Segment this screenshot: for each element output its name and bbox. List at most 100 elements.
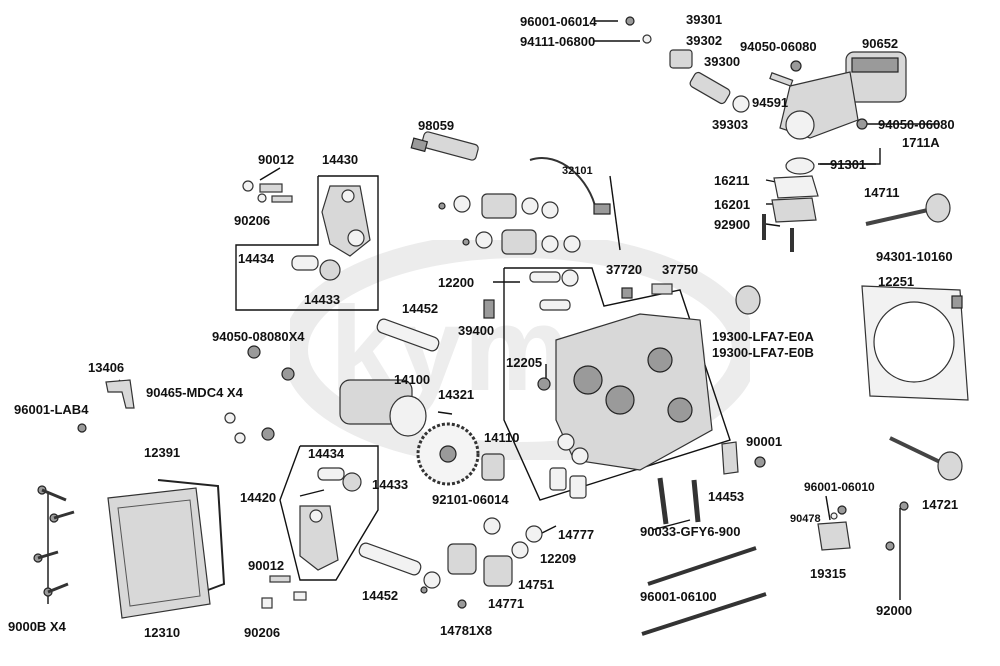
bracket-14453 [721,441,739,475]
label-12251: 12251 [878,274,915,289]
camshaft [339,379,427,437]
label-92101-06014: 92101-06014 [432,492,509,507]
label-90465-mdc4x4: 90465-MDC4 X4 [146,385,243,400]
rocker-arm-lower [299,505,339,571]
label-92000: 92000 [876,603,913,618]
intake-manifold [779,71,859,140]
label-19300-lfa7-e0b: 19300-LFA7-E0B [712,345,814,360]
label-39301: 39301 [686,12,723,27]
valve-spring-set-upper [438,193,559,219]
valve-springs-14751 [420,517,543,609]
sensor-32101 [593,203,611,215]
label-14430: 14430 [322,152,359,167]
nut-94050-08080-2 [281,367,295,381]
nut-94050-08080-3 [261,427,275,441]
ignition-coil [845,51,907,103]
label-14110: 14110 [484,430,520,445]
label-94050-08080x4: 94050-08080X4 [212,329,305,344]
rocker-arm-kit-box-lower [279,445,379,581]
label-19300-lfa7-e0a: 19300-LFA7-E0A [712,329,814,344]
label-37750: 37750 [662,262,699,277]
insulator-16201 [771,197,817,223]
label-94301-10160: 94301-10160 [876,249,953,264]
label-32101: 32101 [562,165,593,177]
label-91301: 91301 [830,157,867,172]
spark-plug [410,131,479,161]
plug-19300 [735,285,761,315]
cylinder-head [555,313,713,471]
valve-seals-12209 [549,433,589,499]
tensioner-19315 [817,521,851,551]
fuel-injector [689,71,731,105]
label-14452-b: 14452 [362,588,399,603]
label-13406: 13406 [88,360,125,375]
label-19315: 19315 [810,566,847,581]
rocker-shaft-14452-a [376,318,440,352]
label-14433-a: 14433 [304,292,341,307]
nut-90206-a [242,180,254,192]
label-39400: 39400 [458,323,495,338]
label-14781x8: 14781X8 [440,623,493,638]
sensor-37750 [651,283,673,295]
label-90033-gfy6-900: 90033-GFY6-900 [640,524,741,539]
label-96001-06100: 96001-06100 [640,589,717,604]
bolt-90001 [754,456,766,468]
stud-90033-b [691,479,701,523]
long-bolt-96001-06100-b [641,592,767,636]
rocker-shaft-14434-b [317,467,345,481]
label-12205: 12205 [506,355,543,370]
label-39302: 39302 [686,33,723,48]
cylinder-head-cover [107,487,211,619]
label-90001: 90001 [746,434,783,449]
label-14452-a: 14452 [402,301,439,316]
nut-94050-08080-1 [247,345,261,359]
label-96001-06014: 96001-06014 [520,14,597,29]
cam-sprocket [416,422,480,486]
label-14434-b: 14434 [308,446,345,461]
label-12310: 12310 [144,625,181,640]
label-14321: 14321 [438,387,475,402]
bolt-96001-06010 [837,505,847,515]
label-94050-06080-b: 94050-06080 [878,117,955,132]
cover-bolts-9000b [33,485,75,597]
bearing-14433-a [319,259,341,281]
label-98059: 98059 [418,118,455,133]
sensor-wire-32101 [529,157,597,211]
valve-spring-set-lower [462,229,581,255]
bolt-96001-lab4 [77,423,87,433]
label-14751: 14751 [518,577,555,592]
label-12209: 12209 [540,551,577,566]
label-14453: 14453 [708,489,745,504]
label-14434-a: 14434 [238,251,275,266]
bolt-92000-a [899,501,909,511]
label-12391: 12391 [144,445,181,460]
rocker-shaft-14434-a [291,255,319,271]
nut-94050-06080-b [856,118,868,130]
seal-12200 [561,269,579,287]
label-39300: 39300 [704,54,741,69]
label-37720: 37720 [606,262,643,277]
label-14771: 14771 [488,596,525,611]
bolt-96001-06014 [625,16,635,26]
label-90478: 90478 [790,513,821,525]
nut-94050-06080-a [790,60,802,72]
intake-valve [865,193,951,226]
label-96001-06010: 96001-06010 [804,480,875,494]
label-14100: 14100 [394,372,431,387]
label-14777: 14777 [558,527,595,542]
label-14711: 14711 [864,185,900,200]
washer-90465-2 [234,432,246,444]
valve-guide-12200-b [539,299,571,311]
label-90652: 90652 [862,36,899,51]
label-39303: 39303 [712,117,749,132]
label-94591: 94591 [752,95,789,110]
label-90206-a: 90206 [234,213,271,228]
adjuster-90012-b [269,575,291,583]
label-92900: 92900 [714,217,751,232]
label-90012-b: 90012 [248,558,285,573]
label-14433-b: 14433 [372,477,409,492]
adjuster-90012-a2 [271,195,293,203]
label-9000b-x4: 9000B X4 [8,619,66,634]
o-ring-39303 [732,95,750,113]
long-bolt-96001-06100-a [647,546,757,586]
